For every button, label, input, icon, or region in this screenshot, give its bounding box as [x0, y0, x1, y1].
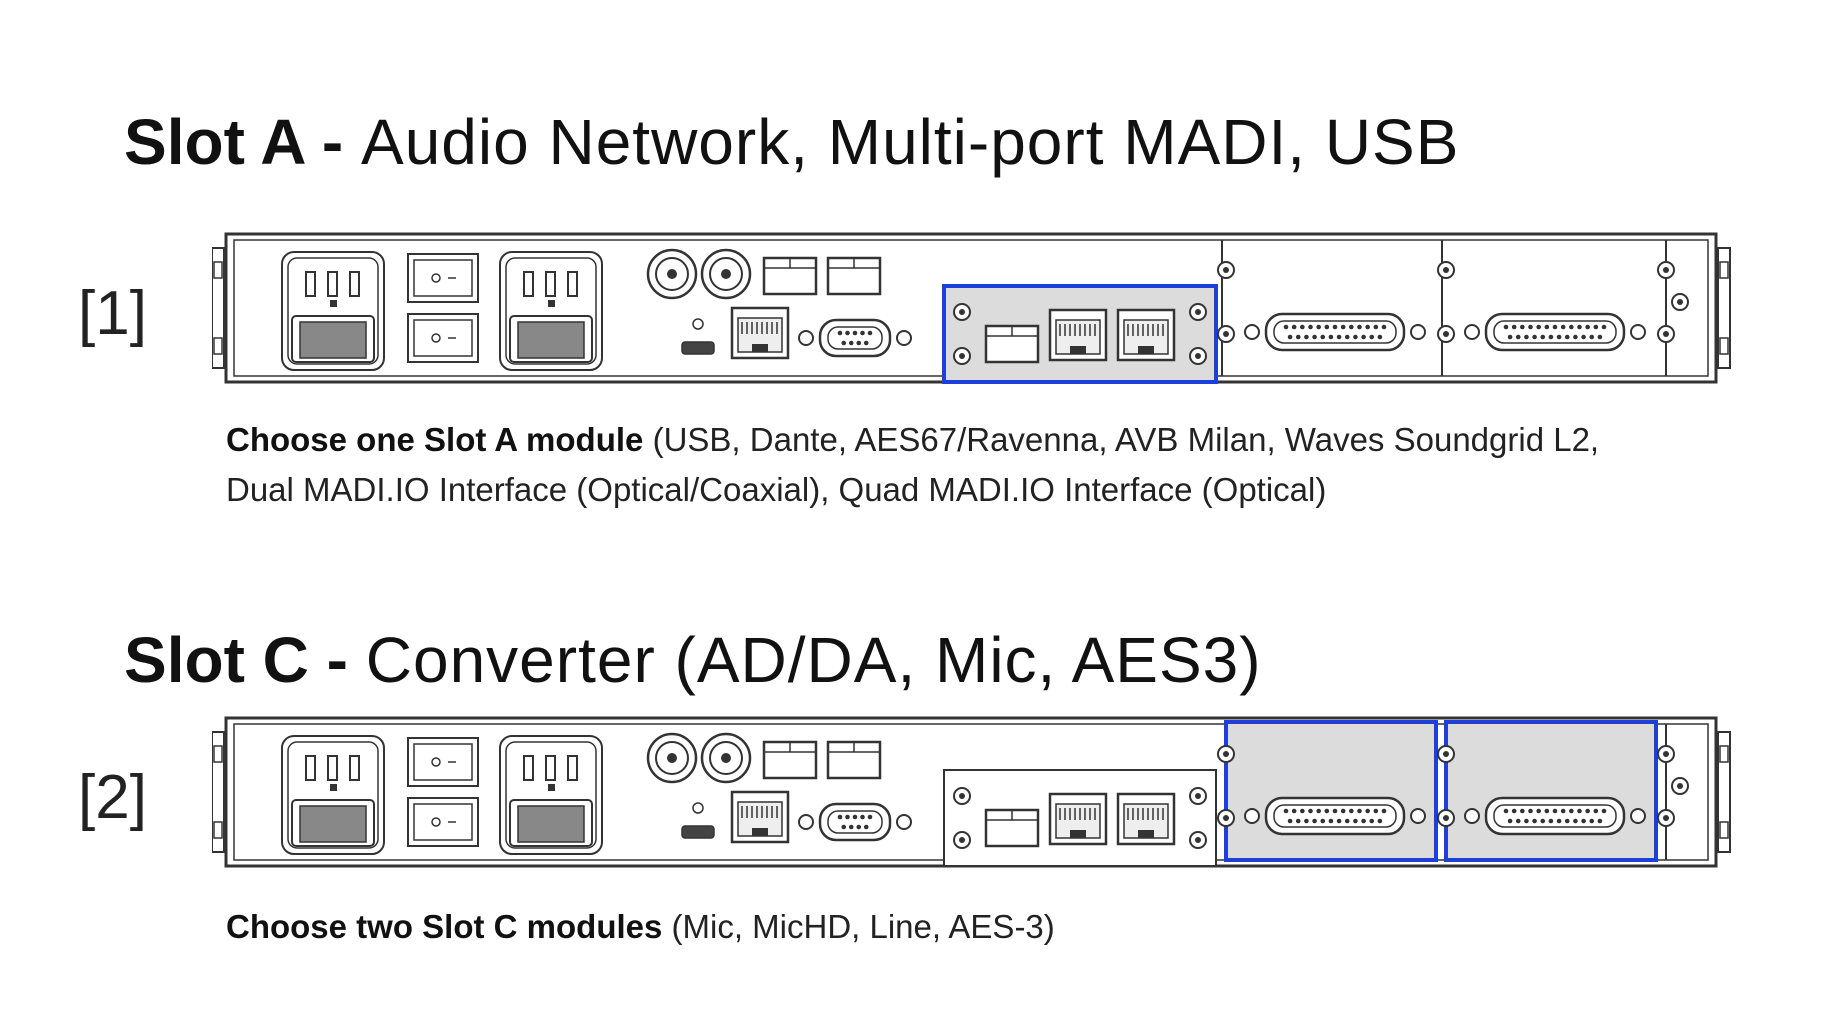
screw-icon [1217, 325, 1235, 343]
slot-c-heading-rest: Converter (AD/DA, Mic, AES3) [365, 624, 1262, 696]
dsub-connector-icon [798, 802, 912, 842]
power-switch-icon [407, 797, 479, 847]
power-switch-icon [407, 737, 479, 787]
dsub-connector-icon [798, 318, 912, 358]
bnc-connector-icon [700, 732, 752, 784]
rack-panel-slot-c [212, 716, 1731, 868]
slot-a-module [943, 769, 1217, 867]
optical-port-icon [984, 324, 1040, 364]
power-inlet-icon [281, 251, 385, 371]
screw-icon [1437, 261, 1455, 279]
power-switch-icon [407, 313, 479, 363]
screw-icon [1657, 745, 1675, 763]
slot-a-heading: Slot A - Audio Network, Multi-port MADI,… [124, 110, 1459, 174]
screw-icon [1657, 261, 1675, 279]
ethernet-port-icon [1048, 308, 1108, 362]
ethernet-port-icon [1116, 308, 1176, 362]
power-inlet-icon [499, 735, 603, 855]
bnc-connector-icon [646, 248, 698, 300]
screw-icon [1217, 261, 1235, 279]
screw-icon [953, 787, 971, 805]
screw-icon [1217, 745, 1235, 763]
slot-c-module-1 [1217, 240, 1426, 376]
panel-2-number: [2] [78, 763, 147, 832]
power-inlet-icon [499, 251, 603, 371]
ethernet-port-icon [1116, 792, 1176, 846]
slot-a-caption-line1: (USB, Dante, AES67/Ravenna, AVB Milan, W… [652, 421, 1600, 458]
bnc-connector-icon [700, 248, 752, 300]
optical-port-icon [762, 256, 818, 296]
slot-a-heading-rest: Audio Network, Multi-port MADI, USB [361, 106, 1460, 178]
screw-icon [1437, 325, 1455, 343]
optical-port-icon [984, 808, 1040, 848]
screw-icon [1189, 347, 1207, 365]
slot-a-caption-bold: Choose one Slot A module [226, 421, 644, 458]
screw-icon [1657, 325, 1675, 343]
dsub-connector-icon [1244, 796, 1426, 836]
slot-c-caption: Choose two Slot C modules (Mic, MicHD, L… [226, 902, 1746, 952]
screw-icon [953, 303, 971, 321]
screw-icon [1217, 809, 1235, 827]
slot-a-heading-bold: Slot A - [124, 106, 344, 178]
ethernet-port-icon [1048, 792, 1108, 846]
usb-port-icon [681, 802, 715, 839]
screw-icon [953, 831, 971, 849]
optical-port-icon [826, 740, 882, 780]
slot-c-heading: Slot C - Converter (AD/DA, Mic, AES3) [124, 628, 1262, 692]
power-inlet-icon [281, 735, 385, 855]
rack-panel-slot-a [212, 232, 1731, 384]
power-switch-icon [407, 253, 479, 303]
optical-port-icon [826, 256, 882, 296]
bnc-connector-icon [646, 732, 698, 784]
dsub-connector-icon [1464, 312, 1646, 352]
screw-icon [1657, 809, 1675, 827]
slot-c-module-2 [1437, 240, 1646, 376]
screw-icon [1189, 831, 1207, 849]
screw-icon [1671, 293, 1689, 311]
usb-port-icon [681, 318, 715, 355]
screw-icon [1437, 745, 1455, 763]
dsub-connector-icon [1244, 312, 1426, 352]
slot-c-caption-bold: Choose two Slot C modules [226, 908, 663, 945]
slot-c-heading-bold: Slot C - [124, 624, 348, 696]
screw-icon [1189, 787, 1207, 805]
slot-a-caption-line2: Dual MADI.IO Interface (Optical/Coaxial)… [226, 471, 1327, 508]
screw-icon [1671, 777, 1689, 795]
screw-icon [1437, 809, 1455, 827]
slot-c-module-2 [1437, 720, 1658, 862]
slot-a-module [942, 284, 1218, 384]
screw-icon [1189, 303, 1207, 321]
slot-c-caption-rest: (Mic, MicHD, Line, AES-3) [671, 908, 1055, 945]
panel-1-number: [1] [78, 279, 147, 348]
ethernet-port-icon [730, 306, 790, 360]
dsub-connector-icon [1464, 796, 1646, 836]
screw-icon [953, 347, 971, 365]
slot-a-caption: Choose one Slot A module (USB, Dante, AE… [226, 415, 1746, 515]
ethernet-port-icon [730, 790, 790, 844]
optical-port-icon [762, 740, 818, 780]
slot-c-module-1 [1217, 720, 1438, 862]
